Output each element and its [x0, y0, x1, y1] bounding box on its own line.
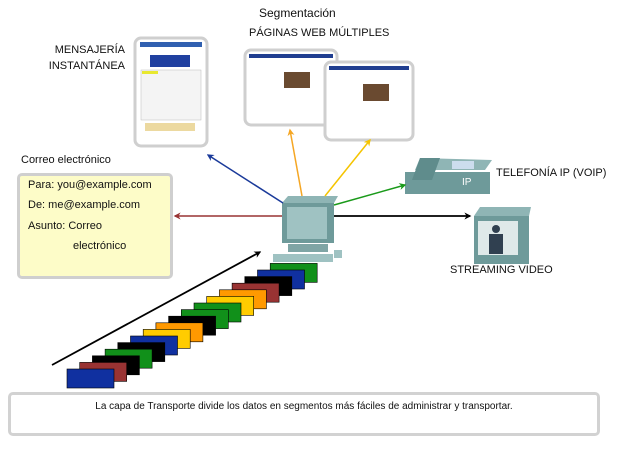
im-label-line1: MENSAJERÍA: [54, 44, 125, 56]
voip-label: TELEFONÍA IP (VOIP): [496, 167, 607, 179]
email-to: Para: you@example.com: [28, 179, 152, 191]
arrow-web2: [324, 138, 371, 197]
data-segment: [66, 368, 115, 389]
caption-box: La capa de Transporte divide los datos e…: [8, 392, 600, 436]
web-page-image-2: [323, 60, 415, 142]
computer-icon: [273, 196, 342, 262]
email-from: De: me@example.com: [28, 199, 141, 211]
web-page-image-1: [243, 48, 339, 127]
instant-messenger-window-image: [133, 36, 209, 148]
im-label-line2: INSTANTÁNEA: [48, 60, 125, 72]
arrow-im: [206, 154, 284, 204]
email-subject-cont: electrónico: [73, 240, 127, 252]
email-subject: Asunto: Correo: [28, 220, 102, 232]
web-pages-label: PÁGINAS WEB MÚLTIPLES: [249, 27, 390, 39]
email-message-box: Para: you@example.com De: me@example.com…: [17, 173, 173, 279]
streaming-video-label: STREAMING VIDEO: [450, 264, 553, 276]
arrow-input: [51, 251, 262, 366]
arrow-web1: [287, 128, 303, 197]
phone-ip-badge: IP: [462, 177, 472, 188]
streaming-video-tv-icon: [474, 207, 531, 264]
email-title: Correo electrónico: [21, 154, 111, 166]
ip-phone-icon: IP: [405, 158, 492, 194]
diagram-title: Segmentación: [259, 6, 336, 20]
caption-text: La capa de Transporte divide los datos e…: [95, 401, 513, 412]
arrow-voip: [333, 183, 407, 206]
